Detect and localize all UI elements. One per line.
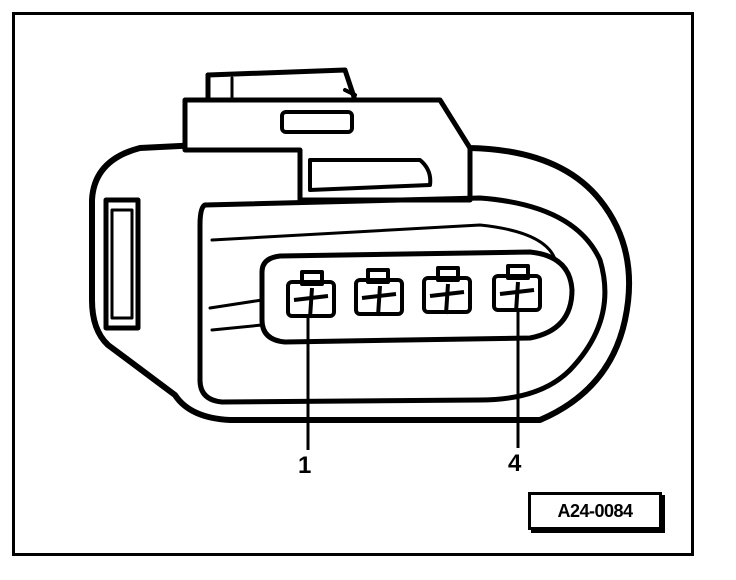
connector-housing	[89, 137, 633, 423]
terminal-1	[286, 270, 336, 319]
figure-frame	[12, 12, 694, 556]
terminal-insert	[259, 249, 575, 345]
side-window	[103, 197, 141, 331]
connector-mouth	[197, 195, 608, 405]
callout-1: 1	[298, 452, 312, 479]
terminal-4	[492, 264, 542, 313]
terminal-3	[422, 266, 472, 315]
callout-4: 4	[508, 450, 522, 477]
terminal-2	[354, 268, 404, 317]
reference-code: A24-0084	[528, 492, 662, 530]
